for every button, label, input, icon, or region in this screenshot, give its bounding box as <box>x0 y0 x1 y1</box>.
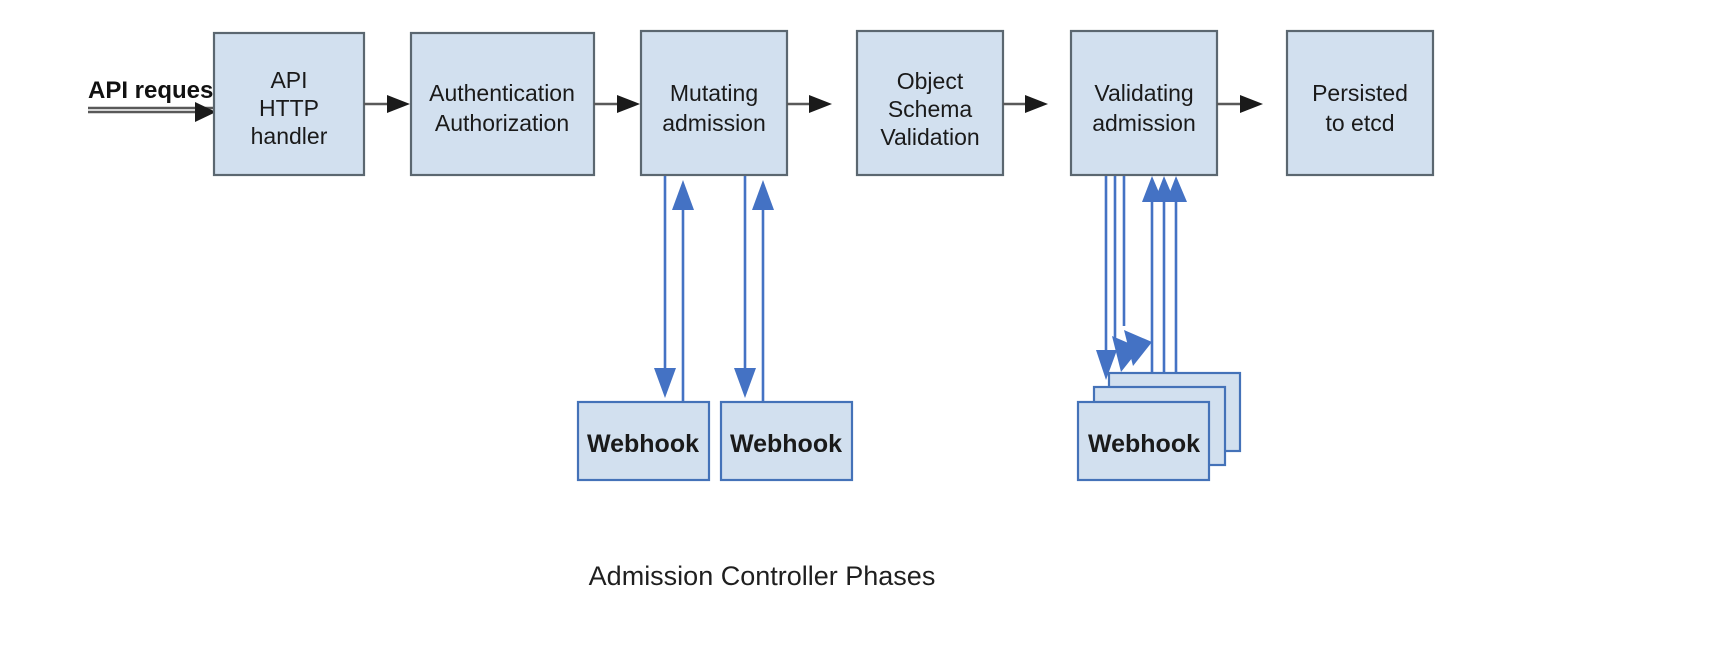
connector-mutating-admission-to-object-schema-validation <box>787 95 832 113</box>
connector-arrowhead <box>1025 95 1048 113</box>
authentication-authorization-line-1: Authentication <box>429 80 575 106</box>
validating-webhook-request-arrowhead-1 <box>1096 350 1117 380</box>
object-schema-validation-line-1: Object <box>897 68 964 94</box>
validating-admission-line-1: Validating <box>1094 80 1193 106</box>
validating-webhook-stack-label: Webhook <box>1088 430 1200 458</box>
validating-admission-line-2: admission <box>1092 110 1196 136</box>
mutating-webhook-2-rect[interactable] <box>719 400 854 482</box>
mutating-webhook-1-request-arrowhead <box>654 368 676 398</box>
connector-arrowhead <box>387 95 410 113</box>
stage-box-api-http-handler[interactable]: API HTTP handler <box>212 31 366 177</box>
api-request-entry: API request <box>88 77 230 122</box>
mutating-admission-line-1: Mutating <box>670 80 758 106</box>
api-request-label: API request <box>88 77 221 104</box>
authentication-authorization-line-2: Authorization <box>435 110 569 136</box>
stage-box-persisted-to-etcd[interactable]: Persisted to etcd <box>1285 29 1435 177</box>
connector-arrowhead <box>1240 95 1263 113</box>
connector-validating-admission-to-persisted-to-etcd <box>1217 95 1263 113</box>
api-request-arrowhead <box>195 102 216 122</box>
mutating-webhook-1-label: Webhook <box>587 430 699 458</box>
connector-arrowhead <box>809 95 832 113</box>
stage-box-mutating-admission[interactable]: Mutating admission <box>639 29 789 177</box>
object-schema-validation-rect[interactable] <box>855 29 1005 177</box>
api-http-handler-line-1: API <box>270 67 307 93</box>
mutating-webhook-1-rect[interactable] <box>576 400 711 482</box>
object-schema-validation-line-2: Schema <box>888 96 973 122</box>
validating-webhook-request-arrowhead-3 <box>1124 330 1152 366</box>
persisted-to-etcd-line-2: to etcd <box>1325 110 1394 136</box>
mutating-webhook-2-request-arrowhead <box>734 368 756 398</box>
connector-arrowhead <box>617 95 640 113</box>
api-http-handler-line-3: handler <box>251 123 328 149</box>
api-http-handler-rect[interactable] <box>212 31 366 177</box>
validating-webhook-stack-rect-front[interactable] <box>1076 400 1211 482</box>
stage-box-authentication-authorization[interactable]: Authentication Authorization <box>409 31 596 177</box>
webhook-box-validating-stack[interactable]: Webhook <box>1076 371 1242 482</box>
mutating-webhook-1-response-arrowhead <box>672 180 694 210</box>
webhook-box-mutating-1[interactable]: Webhook <box>576 400 711 482</box>
authentication-authorization-rect[interactable] <box>409 31 596 177</box>
arrows-validating-admission-to-webhook-stack <box>1096 176 1187 404</box>
validating-admission-rect[interactable] <box>1069 29 1219 177</box>
stage-box-object-schema-validation[interactable]: Object Schema Validation <box>855 29 1005 177</box>
api-http-handler-line-2: HTTP <box>259 95 319 121</box>
diagram-caption: Admission Controller Phases <box>589 561 936 591</box>
mutating-webhook-2-label: Webhook <box>730 430 842 458</box>
connector-object-schema-validation-to-validating-admission <box>1003 95 1048 113</box>
webhook-box-mutating-2[interactable]: Webhook <box>719 400 854 482</box>
connector-authentication-authorization-to-mutating-admission <box>594 95 640 113</box>
validating-webhook-response-arrowhead-3 <box>1166 176 1187 202</box>
mutating-admission-rect[interactable] <box>639 29 789 177</box>
persisted-to-etcd-rect[interactable] <box>1285 29 1435 177</box>
object-schema-validation-line-3: Validation <box>880 124 979 150</box>
arrows-mutating-admission-to-webhook-1 <box>654 176 694 404</box>
persisted-to-etcd-line-1: Persisted <box>1312 80 1408 106</box>
connector-api-http-handler-to-authentication-authorization <box>364 95 410 113</box>
stage-box-validating-admission[interactable]: Validating admission <box>1069 29 1219 177</box>
mutating-webhook-2-response-arrowhead <box>752 180 774 210</box>
mutating-admission-line-2: admission <box>662 110 766 136</box>
arrows-mutating-admission-to-webhook-2 <box>734 176 774 404</box>
